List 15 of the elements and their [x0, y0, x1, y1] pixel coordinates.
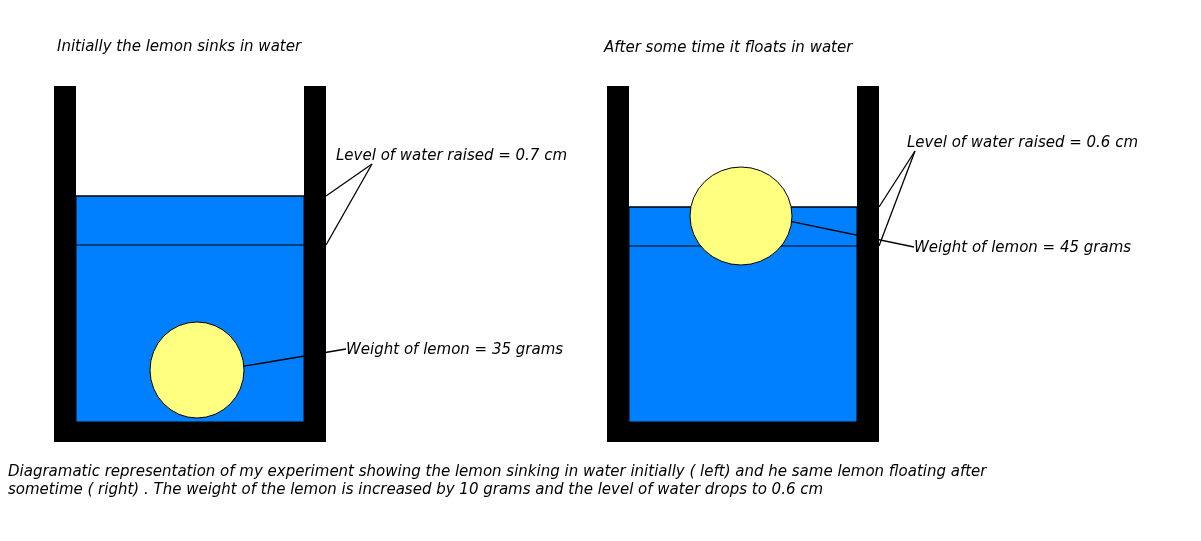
caption-text: Diagramatic representation of my experiment showing the lemon sinking in water initially ( left) and he same lemon floating after sometime ( right) . The weight of the lemon is increased by 10 grams and the level of water drops to 0.6 cm	[8, 462, 988, 498]
annotation-label: Level of water raised = 0.6 cm	[907, 133, 1139, 151]
leader-line	[325, 163, 373, 246]
leader-line	[878, 150, 916, 247]
leader-line	[791, 220, 915, 248]
leader-line	[325, 163, 373, 197]
panel-heading: Initially the lemon sinks in water	[57, 37, 302, 55]
annotation-label: Weight of lemon = 45 grams	[914, 238, 1132, 256]
leader-line	[878, 150, 916, 208]
leader-line	[243, 348, 347, 367]
annotation-label: Weight of lemon = 35 grams	[346, 340, 564, 358]
panel-heading: After some time it floats in water	[604, 38, 853, 56]
lemon-circle	[689, 166, 793, 266]
lemon-circle	[149, 321, 245, 419]
annotation-label: Level of water raised = 0.7 cm	[336, 146, 568, 164]
